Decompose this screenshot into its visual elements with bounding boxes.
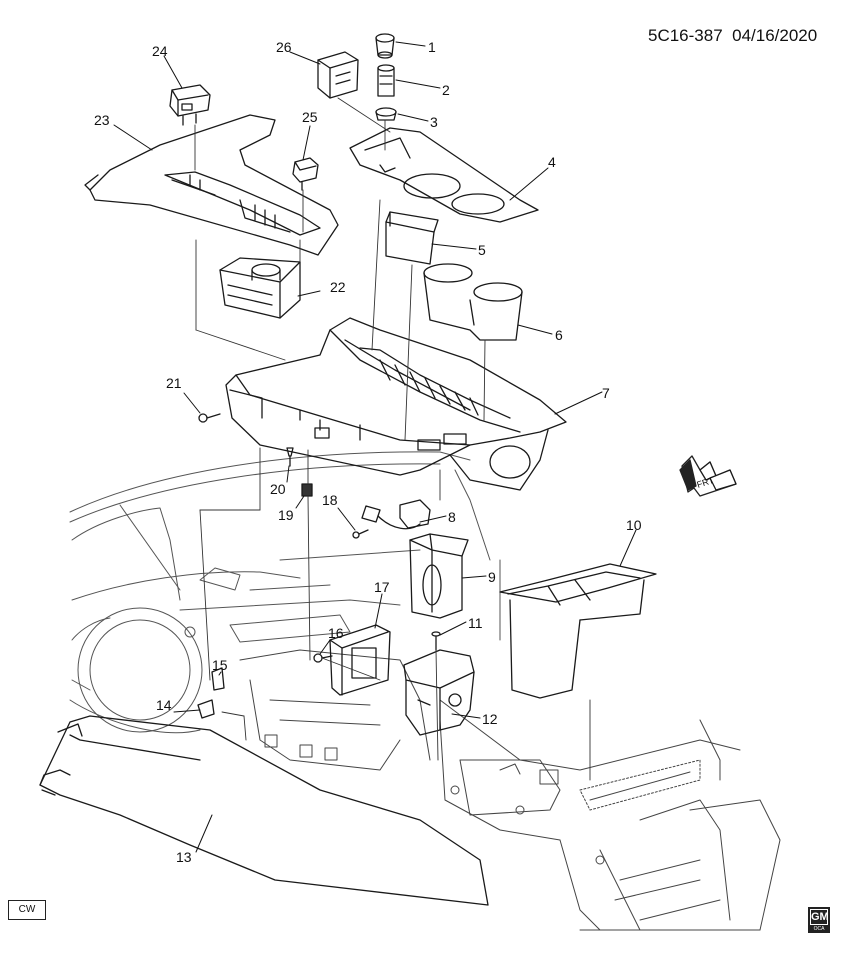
diagram-date: 04/16/2020: [732, 26, 818, 45]
callout-2: 2: [442, 82, 450, 98]
part-23-trim-plate: [84, 114, 339, 256]
callout-7: 7: [602, 385, 610, 401]
assembly-guide-lines: [194, 97, 591, 781]
callout-24: 24: [152, 43, 168, 59]
floor-console-outline: [239, 649, 781, 931]
dashboard-outline: [69, 451, 501, 734]
callout-5: 5: [478, 242, 486, 258]
part-9-storage-bin: [409, 533, 469, 619]
callout-23: 23: [94, 112, 110, 128]
callout-6: 6: [555, 327, 563, 343]
part-10-storage-tray: [499, 563, 657, 699]
part-14-clip: [197, 699, 215, 719]
callout-12: 12: [482, 711, 498, 727]
cw-badge: CW: [8, 900, 46, 920]
part-11-screw: [431, 631, 441, 651]
callout-19: 19: [278, 507, 294, 523]
part-19-clip: [301, 483, 313, 497]
callout-13: 13: [176, 849, 192, 865]
gm-logo-icon: GM OCA: [808, 907, 830, 933]
callout-15: 15: [212, 657, 228, 673]
part-15-clip: [211, 667, 225, 691]
part-6-cupholder-insert: [423, 263, 523, 341]
part-2-socket: [377, 64, 395, 97]
callout-14: 14: [156, 697, 172, 713]
callout-22: 22: [330, 279, 346, 295]
part-12-bracket: [403, 649, 475, 736]
diagram-code: 5C16-387: [648, 26, 723, 45]
callout-21: 21: [166, 375, 182, 391]
callout-11: 11: [468, 615, 483, 631]
front-direction-arrow-icon: FRT: [679, 455, 737, 497]
callout-20: 20: [270, 481, 286, 497]
callout-1: 1: [428, 39, 436, 55]
part-4-cupholder-plate: [349, 127, 539, 223]
part-13-side-trim: [39, 715, 489, 906]
callout-9: 9: [488, 569, 496, 585]
callout-8: 8: [448, 509, 456, 525]
callout-17: 17: [374, 579, 390, 595]
callout-25: 25: [302, 109, 318, 125]
part-18-screw: [352, 529, 369, 539]
part-5-pocket: [385, 211, 439, 265]
callout-26: 26: [276, 39, 292, 55]
part-26-switch: [317, 51, 359, 99]
part-7-console-housing: [225, 317, 567, 491]
gm-logo-text: GM: [810, 909, 829, 925]
callout-3: 3: [430, 114, 438, 130]
part-24-switch: [169, 84, 211, 126]
part-3-retainer: [375, 107, 397, 121]
part-22-control-module: [219, 257, 301, 319]
diagram-header: 5C16-387 04/16/2020: [648, 26, 817, 46]
part-25-switch: [292, 157, 319, 191]
callout-4: 4: [548, 154, 556, 170]
leader-lines: [113, 41, 637, 853]
part-21-screw: [198, 413, 221, 423]
part-20-screw: [286, 447, 294, 467]
callout-10: 10: [626, 517, 642, 533]
callout-16: 16: [328, 625, 344, 641]
part-8-harness: [361, 499, 431, 530]
callout-18: 18: [322, 492, 338, 508]
callout-labels: 1 2 3 4 5 6 7 8 9 10 11 12 13 14 15 16 1…: [94, 39, 642, 865]
gm-logo-subtext: OCA: [813, 926, 825, 932]
part-1-cap: [375, 33, 395, 59]
